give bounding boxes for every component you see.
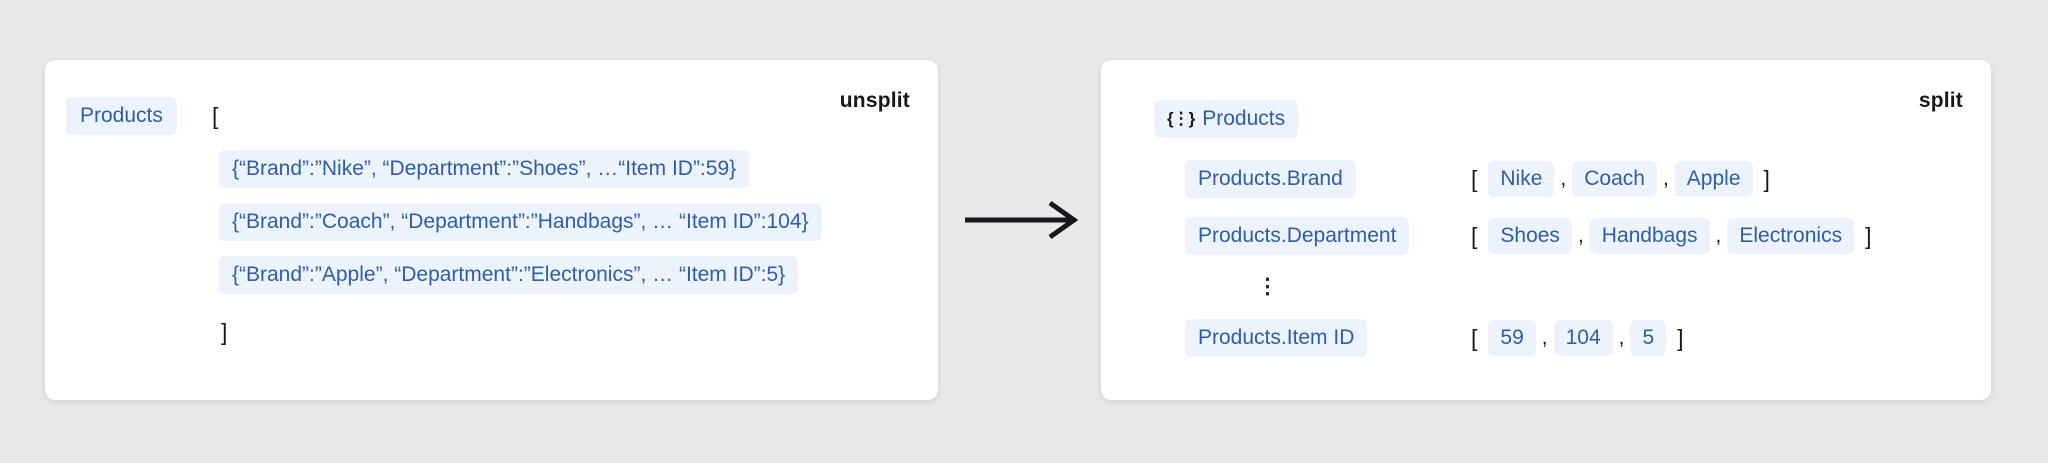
value-chip: Handbags: [1589, 218, 1710, 254]
column-label: Products.Brand: [1185, 160, 1356, 198]
value-chip: Nike: [1488, 161, 1555, 197]
unsplit-card: unsplit Products [ {“Brand”:”Nike”, “Dep…: [45, 60, 938, 400]
split-row-brand: Products.Brand [ Nike , Coach , Apple ]: [1185, 160, 1777, 198]
open-bracket: [: [1471, 223, 1478, 249]
value-chip: Apple: [1674, 161, 1753, 197]
comma: ,: [1662, 167, 1669, 190]
value-chip: 59: [1488, 320, 1536, 356]
value-chip: 104: [1553, 320, 1613, 356]
json-object-row: {“Brand”:”Nike”, “Department”:”Shoes”, ……: [219, 150, 750, 188]
close-bracket: ]: [1763, 166, 1770, 192]
unsplit-badge: unsplit: [839, 89, 910, 112]
split-column-list: Products.Brand [ Nike , Coach , Apple ] …: [1185, 160, 1878, 357]
comma: ,: [1618, 326, 1625, 349]
json-object-row: {“Brand”:”Coach”, “Department”:”Handbags…: [219, 203, 822, 241]
right-arrow-icon: [965, 200, 1079, 240]
products-struct-label: Products: [1202, 107, 1286, 130]
struct-icon: {⋮}: [1167, 109, 1195, 128]
products-chip-label: Products: [80, 104, 163, 127]
vertical-ellipsis-icon: ⋮: [1257, 275, 1278, 298]
close-bracket: ]: [221, 319, 228, 345]
close-bracket: ]: [1677, 325, 1684, 351]
json-object-row: {“Brand”:”Apple”, “Department”:”Electron…: [219, 256, 799, 294]
split-row-item-id: Products.Item ID [ 59 , 104 , 5 ]: [1185, 319, 1691, 357]
value-chip: Shoes: [1488, 218, 1572, 254]
comma: ,: [1577, 224, 1584, 247]
split-card: split {⋮} Products Products.Brand [ Nike…: [1101, 60, 1991, 400]
open-bracket: [: [1471, 325, 1478, 351]
column-label: Products.Item ID: [1185, 319, 1368, 357]
json-object-list: {“Brand”:”Nike”, “Department”:”Shoes”, ……: [219, 150, 822, 345]
comma: ,: [1560, 167, 1567, 190]
split-badge: split: [1918, 89, 1963, 112]
value-chip: 5: [1630, 320, 1667, 356]
more-columns-indicator: ⋮: [1185, 274, 1278, 300]
close-bracket: ]: [1865, 223, 1872, 249]
comma: ,: [1715, 224, 1722, 247]
products-struct-chip: {⋮} Products: [1154, 100, 1299, 138]
open-bracket: [: [1471, 166, 1478, 192]
value-chip: Coach: [1572, 161, 1657, 197]
column-label: Products.Department: [1185, 217, 1410, 255]
comma: ,: [1541, 326, 1548, 349]
products-chip: Products: [66, 97, 177, 135]
value-chip: Electronics: [1727, 218, 1855, 254]
split-row-department: Products.Department [ Shoes , Handbags ,…: [1185, 217, 1878, 255]
open-bracket: [: [212, 103, 219, 129]
